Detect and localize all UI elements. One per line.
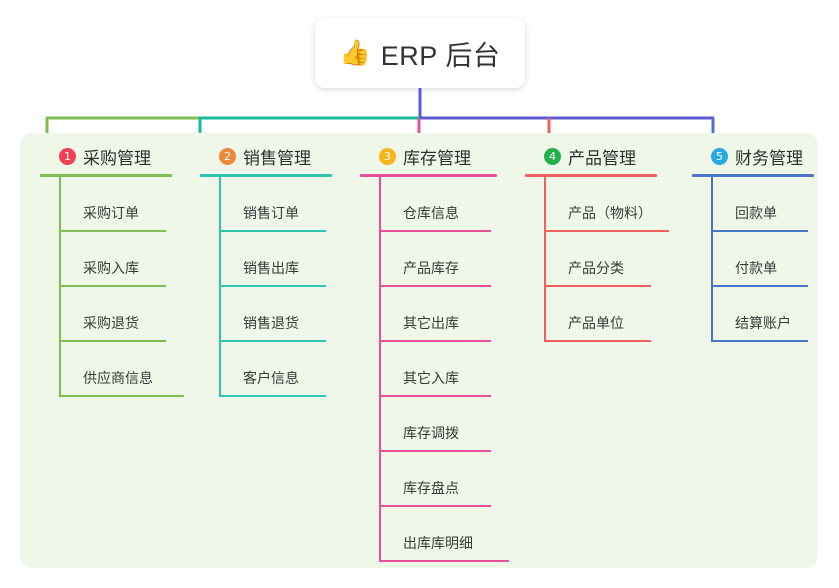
branch-column: 1 采购管理采购订单采购入库采购退货供应商信息 <box>40 143 190 397</box>
branch-item[interactable]: 产品库存 <box>381 232 491 287</box>
branch-item-label: 产品单位 <box>568 315 624 331</box>
branch-item-label: 产品（物料） <box>568 205 652 221</box>
branch-underline <box>525 174 657 177</box>
branch-item[interactable]: 付款单 <box>713 232 808 287</box>
branch-item[interactable]: 其它出库 <box>381 287 491 342</box>
branch-item-label: 付款单 <box>735 260 777 276</box>
branch-column: 3 库存管理仓库信息产品库存其它出库其它入库库存调拨库存盘点出库库明细 <box>360 143 515 562</box>
branch-header[interactable]: 3 库存管理 <box>360 143 515 169</box>
branch-item-list: 产品（物料） 产品分类产品单位 <box>544 177 675 342</box>
branch-item-list: 仓库信息产品库存其它出库其它入库库存调拨库存盘点出库库明细 <box>379 177 515 562</box>
branch-item-label: 结算账户 <box>735 315 791 331</box>
branch-item[interactable]: 销售出库 <box>221 232 326 287</box>
thumbs-up-icon: 👍 <box>339 38 371 67</box>
branch-item[interactable]: 客户信息 <box>221 342 326 397</box>
branch-item-label: 销售出库 <box>243 260 299 276</box>
branch-header[interactable]: 1 采购管理 <box>40 143 190 169</box>
branch-item-label: 客户信息 <box>243 370 299 386</box>
branch-column: 4 产品管理产品（物料） 产品分类产品单位 <box>525 143 675 342</box>
branch-item[interactable]: 仓库信息 <box>381 177 491 232</box>
branch-item[interactable]: 回款单 <box>713 177 808 232</box>
branch-underline <box>692 174 814 177</box>
branch-number-badge: 2 <box>219 147 236 165</box>
branch-item-label: 库存盘点 <box>403 480 459 496</box>
branch-item-label: 销售订单 <box>243 205 299 221</box>
branch-item[interactable]: 采购订单 <box>61 177 166 232</box>
branch-header[interactable]: 4 产品管理 <box>525 143 675 169</box>
branch-item-label: 回款单 <box>735 205 777 221</box>
root-node-content: 👍 ERP 后台 <box>340 34 501 73</box>
branch-item-label: 采购退货 <box>83 315 139 331</box>
branch-number-badge: 4 <box>544 147 561 165</box>
branch-item-label: 其它出库 <box>403 315 459 331</box>
branch-item-list: 采购订单采购入库采购退货供应商信息 <box>59 177 190 397</box>
branch-item[interactable]: 销售订单 <box>221 177 326 232</box>
branch-item-label: 其它入库 <box>403 370 459 386</box>
branch-header[interactable]: 2 销售管理 <box>200 143 350 169</box>
branch-item[interactable]: 库存盘点 <box>381 452 491 507</box>
branch-item[interactable]: 销售退货 <box>221 287 326 342</box>
branch-item[interactable]: 产品（物料） <box>546 177 669 232</box>
branch-item[interactable]: 产品单位 <box>546 287 651 342</box>
branch-item-label: 库存调拨 <box>403 425 459 441</box>
branch-item-list: 销售订单销售出库销售退货客户信息 <box>219 177 350 397</box>
branch-item[interactable]: 结算账户 <box>713 287 808 342</box>
branch-item[interactable]: 库存调拨 <box>381 397 491 452</box>
branch-number-badge: 1 <box>59 147 76 165</box>
branch-column: 2 销售管理销售订单销售出库销售退货客户信息 <box>200 143 350 397</box>
branch-item-list: 回款单付款单结算账户 <box>711 177 832 342</box>
branch-item-label: 仓库信息 <box>403 205 459 221</box>
branch-item-label: 销售退货 <box>243 315 299 331</box>
branch-item-label: 出库库明细 <box>403 535 473 551</box>
branch-item[interactable]: 出库库明细 <box>381 507 509 562</box>
branch-title: 库存管理 <box>403 148 471 168</box>
branches-panel: 1 采购管理采购订单采购入库采购退货供应商信息 2 销售管理销售订单销售出库销售退货客… <box>20 133 818 568</box>
branch-column: 5 财务管理回款单付款单结算账户 <box>692 143 832 342</box>
branch-item[interactable]: 其它入库 <box>381 342 491 397</box>
branch-header[interactable]: 5 财务管理 <box>692 143 832 169</box>
branch-underline <box>40 174 172 177</box>
branch-underline <box>360 174 497 177</box>
branch-item-label: 产品分类 <box>568 260 624 276</box>
branch-item[interactable]: 采购退货 <box>61 287 166 342</box>
branch-underline <box>200 174 332 177</box>
branch-item-label: 采购订单 <box>83 205 139 221</box>
branch-title: 财务管理 <box>735 148 803 168</box>
branch-title: 采购管理 <box>83 148 151 168</box>
branch-item-label: 供应商信息 <box>83 370 153 386</box>
branch-item[interactable]: 采购入库 <box>61 232 166 287</box>
branch-number-badge: 5 <box>711 147 728 165</box>
branch-item[interactable]: 产品分类 <box>546 232 651 287</box>
branch-item[interactable]: 供应商信息 <box>61 342 184 397</box>
branch-item-label: 采购入库 <box>83 260 139 276</box>
branch-title: 产品管理 <box>568 148 636 168</box>
branch-number-badge: 3 <box>379 147 396 165</box>
branch-columns: 1 采购管理采购订单采购入库采购退货供应商信息 2 销售管理销售订单销售出库销售退货客… <box>20 133 818 568</box>
root-node-title: ERP 后台 <box>380 40 501 71</box>
branch-item-label: 产品库存 <box>403 260 459 276</box>
root-node[interactable]: 👍 ERP 后台 <box>315 18 525 88</box>
branch-title: 销售管理 <box>243 148 311 168</box>
